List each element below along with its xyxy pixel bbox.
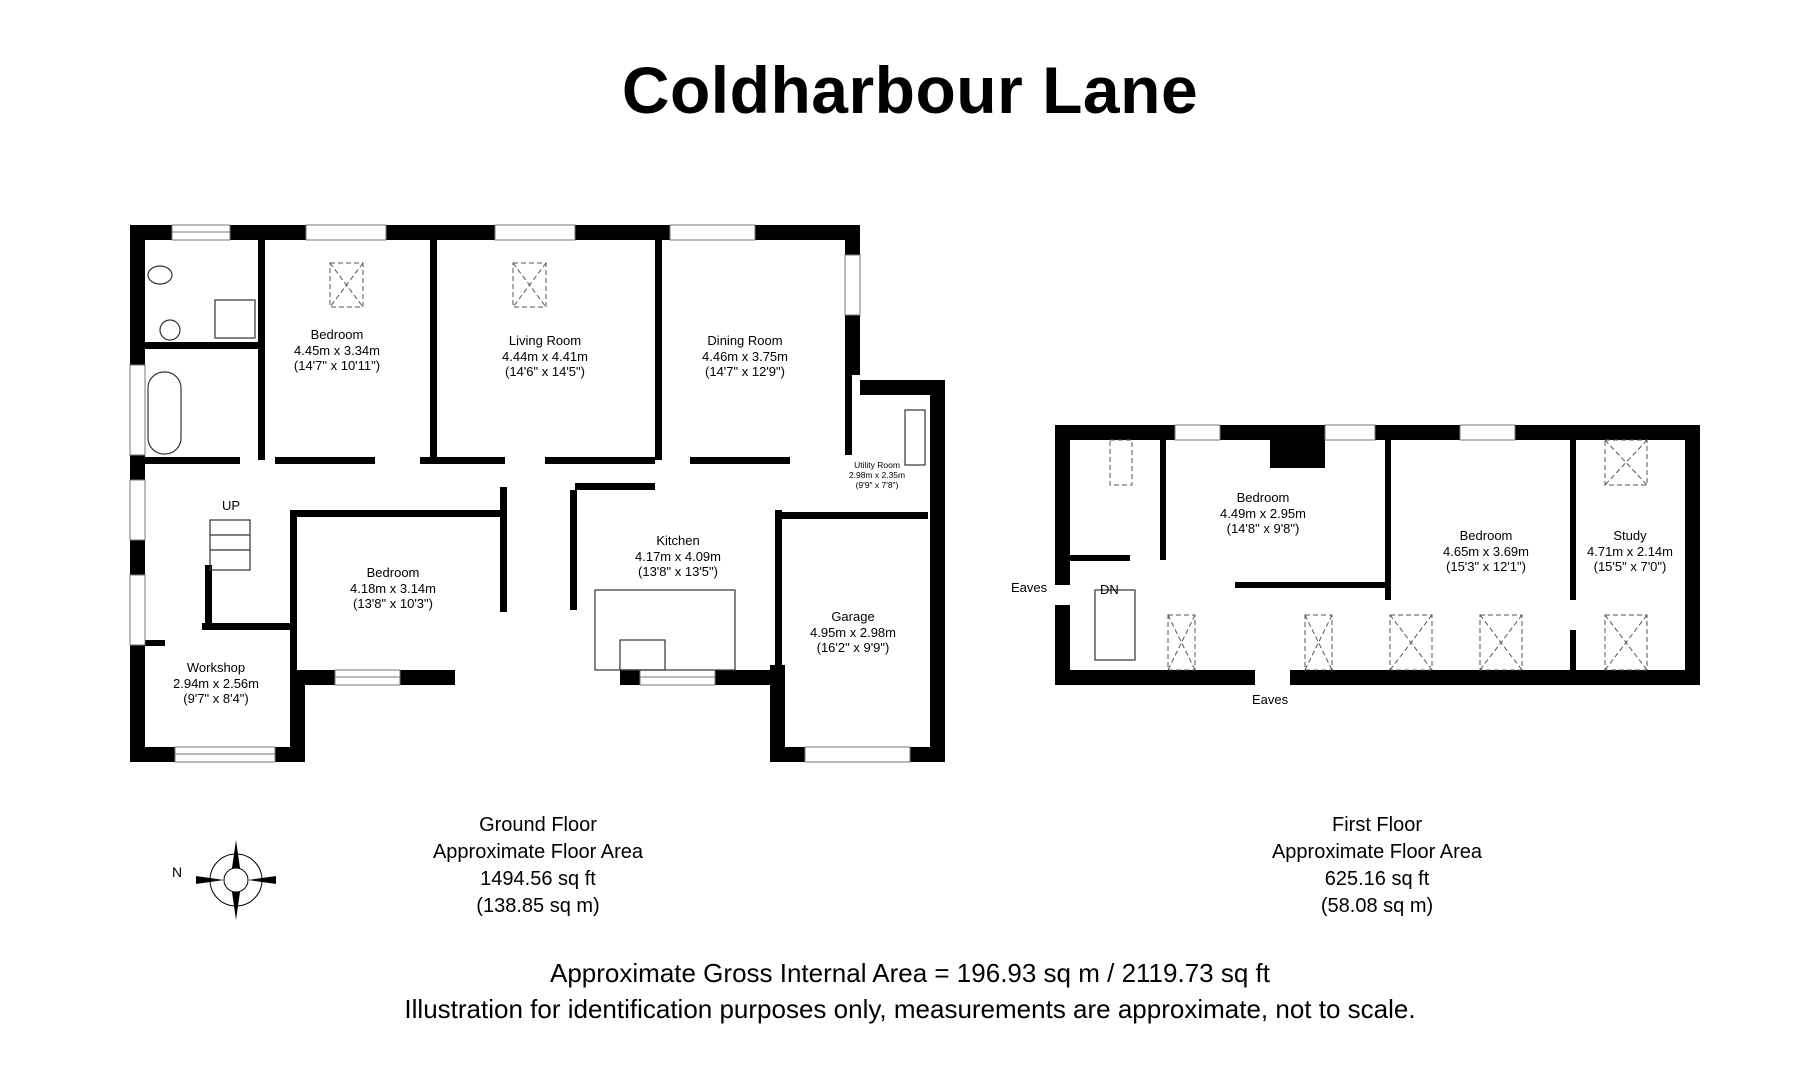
room-name: Kitchen xyxy=(656,533,700,548)
room-name: Dining Room xyxy=(707,333,783,348)
room-label-bedroom-2: Bedroom 4.18m x 3.14m (13'8" x 10'3") xyxy=(350,565,436,612)
room-metric: 4.18m x 3.14m xyxy=(350,580,436,596)
room-metric: 4.46m x 3.75m xyxy=(702,348,788,364)
room-name: Workshop xyxy=(186,660,246,675)
room-metric: 4.45m x 3.34m xyxy=(293,342,380,358)
room-label-utility-room: Utility Room 2.98m x 2.35m (9'9" x 7'8") xyxy=(849,460,905,491)
floor-name: First Floor xyxy=(1331,814,1422,836)
room-metric: 2.94m x 2.56m xyxy=(173,675,259,691)
room-imperial: (9'9" x 7'8") xyxy=(855,480,899,491)
room-name: Study xyxy=(1613,528,1647,543)
floor-area-sqm: (58.08 sq m) xyxy=(1320,895,1434,917)
room-imperial: (14'7" x 10'11") xyxy=(293,358,381,374)
room-label-living-room: Living Room 4.44m x 4.41m (14'6" x 14'5"… xyxy=(502,333,588,380)
compass-north-label: N xyxy=(172,864,183,880)
room-imperial: (9'7" x 8'4") xyxy=(183,691,249,707)
room-name: Living Room xyxy=(508,333,582,348)
room-name: Garage xyxy=(831,609,875,624)
room-metric: 4.95m x 2.98m xyxy=(810,624,896,640)
room-metric: 4.49m x 2.95m xyxy=(1220,505,1306,521)
room-name: Bedroom xyxy=(1459,528,1513,543)
compass-rose-icon xyxy=(196,840,276,920)
page-title: Coldharbour Lane xyxy=(621,53,1199,127)
gross-internal-area: Approximate Gross Internal Area = 196.93… xyxy=(550,958,1270,988)
floor-area-caption: Approximate Floor Area xyxy=(432,841,644,863)
eaves-label-left: Eaves xyxy=(1011,580,1048,595)
floor-name: Ground Floor xyxy=(479,814,597,836)
room-label-dining-room: Dining Room 4.46m x 3.75m (14'7" x 12'9"… xyxy=(702,333,788,380)
room-imperial: (13'8" x 13'5") xyxy=(638,564,718,580)
room-imperial: (16'2" x 9'9") xyxy=(816,640,890,656)
room-metric: 4.17m x 4.09m xyxy=(635,548,721,564)
room-name: Bedroom xyxy=(1236,490,1290,505)
floor-area-sqft: 625.16 sq ft xyxy=(1324,868,1430,890)
stairs-up-label: UP xyxy=(222,498,241,513)
room-imperial: (15'5" x 7'0") xyxy=(1593,559,1667,575)
eaves-label-bottom: Eaves xyxy=(1252,692,1289,707)
skylights xyxy=(329,262,547,308)
stairs-down-label: DN xyxy=(1100,582,1119,597)
room-metric: 4.44m x 4.41m xyxy=(502,348,588,364)
ground-floor-summary: Ground Floor Approximate Floor Area 1494… xyxy=(433,812,643,920)
room-metric: 4.71m x 2.14m xyxy=(1587,543,1673,559)
room-label-study: Study 4.71m x 2.14m (15'5" x 7'0") xyxy=(1587,528,1673,575)
room-metric: 2.98m x 2.35m xyxy=(848,470,906,481)
room-label-garage: Garage 4.95m x 2.98m (16'2" x 9'9") xyxy=(810,609,896,656)
room-label-kitchen: Kitchen 4.17m x 4.09m (13'8" x 13'5") xyxy=(635,533,721,580)
first-floor-summary: First Floor Approximate Floor Area 625.1… xyxy=(1272,812,1482,920)
room-imperial: (14'7" x 12'9") xyxy=(705,364,785,380)
room-imperial: (14'6" x 14'5") xyxy=(505,364,585,380)
room-name: Bedroom xyxy=(310,327,364,342)
windows xyxy=(129,224,911,763)
room-name: Utility Room xyxy=(854,460,900,470)
room-name: Bedroom xyxy=(366,565,420,580)
room-label-bedroom-1: Bedroom 4.45m x 3.34m (14'7" x 10'11") xyxy=(294,327,380,374)
room-label-workshop: Workshop 2.94m x 2.56m (9'7" x 8'4") xyxy=(173,660,259,707)
fixtures xyxy=(147,265,1136,671)
room-metric: 4.65m x 3.69m xyxy=(1443,543,1529,559)
floor-area-sqm: (138.85 sq m) xyxy=(476,895,600,917)
room-label-ff-bedroom-2: Bedroom 4.65m x 3.69m (15'3" x 12'1") xyxy=(1443,528,1529,575)
room-label-ff-bedroom-1: Bedroom 4.49m x 2.95m (14'8" x 9'8") xyxy=(1220,490,1306,537)
room-imperial: (14'8" x 9'8") xyxy=(1226,521,1300,537)
room-imperial: (13'8" x 10'3") xyxy=(353,596,433,612)
floor-area-caption: Approximate Floor Area xyxy=(1271,841,1483,863)
room-imperial: (15'3" x 12'1") xyxy=(1446,559,1526,575)
floor-area-sqft: 1494.56 sq ft xyxy=(480,868,596,890)
disclaimer: Illustration for identification purposes… xyxy=(404,994,1416,1024)
